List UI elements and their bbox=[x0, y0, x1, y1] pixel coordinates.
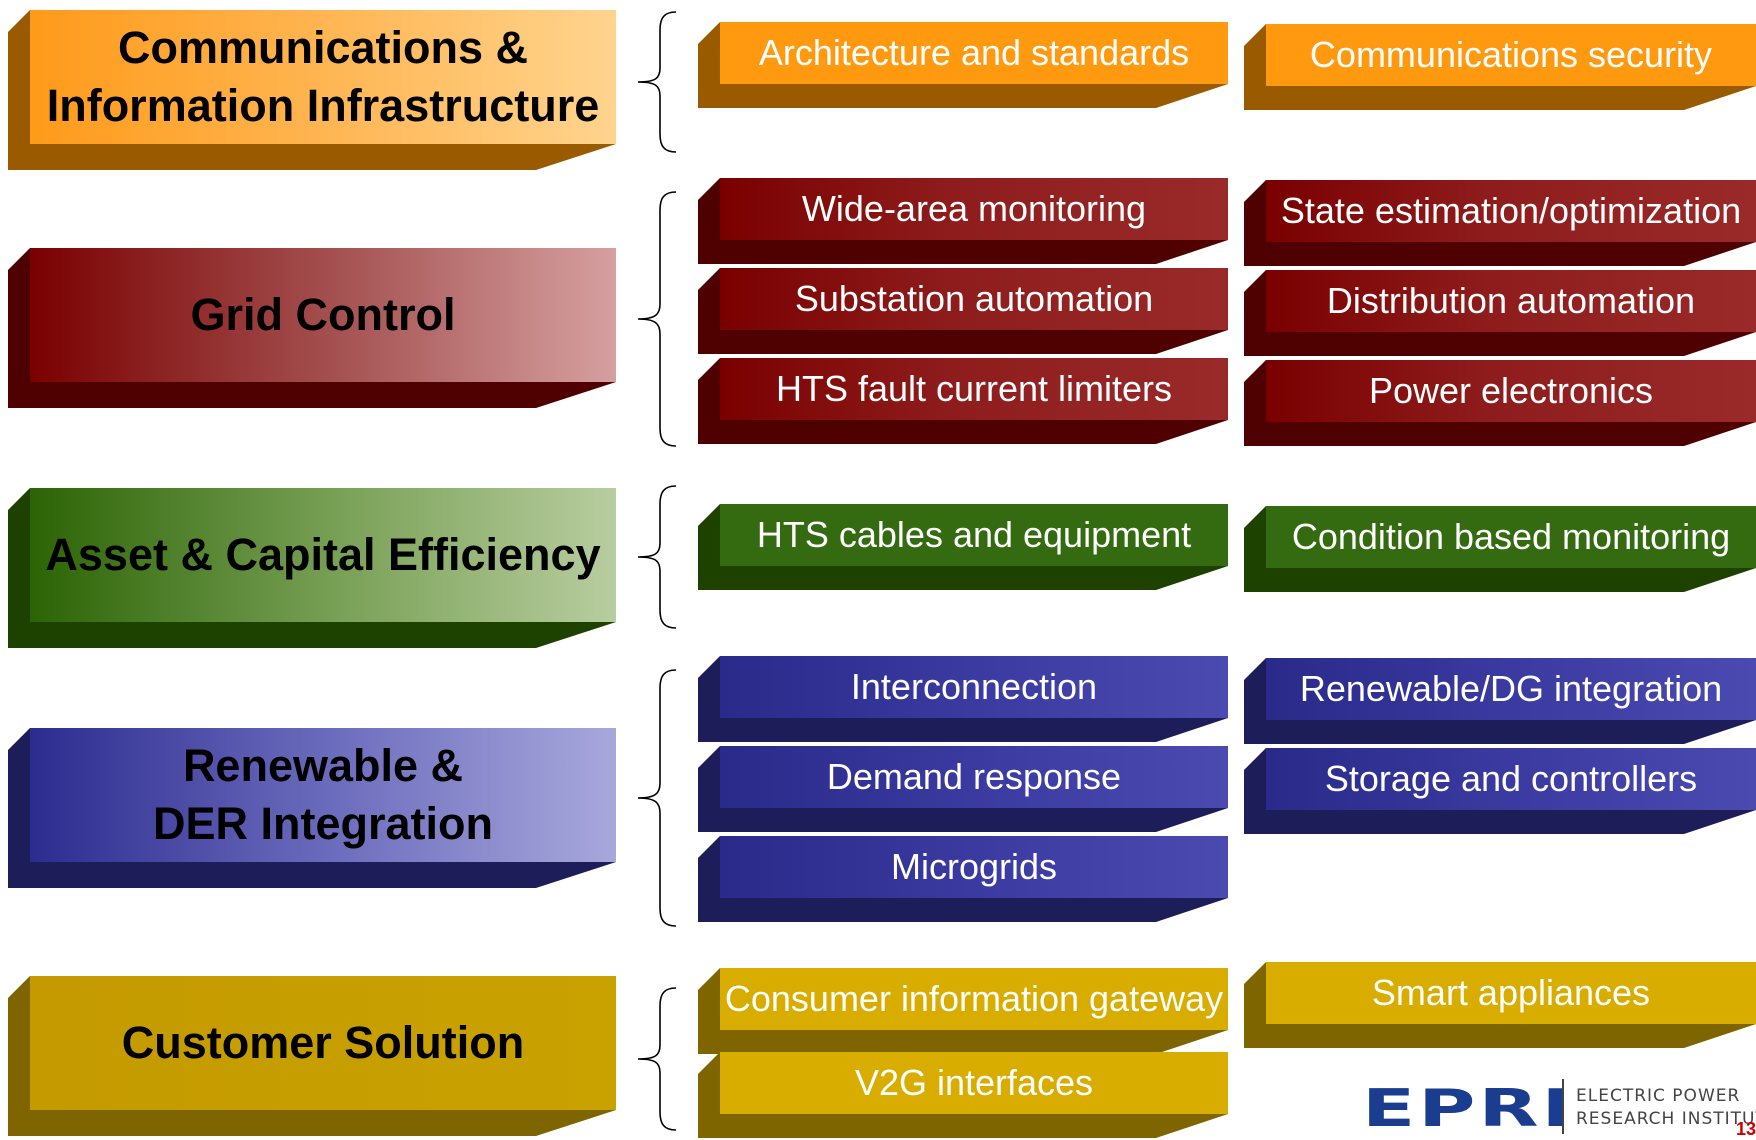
brace-customer-solution bbox=[637, 987, 677, 1131]
item-state-estimation: State estimation/optimization bbox=[1244, 180, 1756, 266]
category-grid-control: Grid Control bbox=[8, 248, 616, 408]
item-consumer-gateway: Consumer information gateway bbox=[698, 968, 1228, 1054]
epri-logo-mark: EPRI bbox=[1362, 1079, 1574, 1139]
item-wide-area-monitoring: Wide-area monitoring bbox=[698, 178, 1228, 264]
page-number: 13 bbox=[1735, 1119, 1756, 1139]
item-label: Demand response bbox=[826, 756, 1122, 797]
brace-communications bbox=[637, 11, 677, 153]
item-v2g-interfaces: V2G interfaces bbox=[698, 1052, 1228, 1138]
item-label: V2G interfaces bbox=[854, 1062, 1094, 1103]
item-architecture-standards: Architecture and standards bbox=[698, 22, 1228, 108]
item-communications-security: Communications security bbox=[1244, 24, 1756, 110]
item-label: Distribution automation bbox=[1326, 280, 1696, 321]
logo-divider bbox=[1562, 1079, 1564, 1134]
category-label: Customer Solution bbox=[30, 976, 616, 1110]
category-renewable-der: Renewable & DER Integration bbox=[8, 728, 616, 888]
brace-asset-efficiency bbox=[637, 485, 677, 629]
category-label: Renewable & DER Integration bbox=[30, 728, 616, 862]
item-condition-monitoring: Condition based monitoring bbox=[1244, 506, 1756, 592]
item-label: HTS cables and equipment bbox=[756, 514, 1192, 555]
category-label: Grid Control bbox=[30, 248, 616, 382]
category-communications: Communications & Information Infrastruct… bbox=[8, 10, 616, 170]
item-label: State estimation/optimization bbox=[1280, 190, 1742, 231]
item-smart-appliances: Smart appliances bbox=[1244, 962, 1756, 1048]
item-power-electronics: Power electronics bbox=[1244, 360, 1756, 446]
brace-renewable-der bbox=[637, 669, 677, 927]
item-label: Microgrids bbox=[890, 846, 1058, 887]
item-label: Architecture and standards bbox=[758, 32, 1190, 73]
item-storage-controllers: Storage and controllers bbox=[1244, 748, 1756, 834]
item-label: Condition based monitoring bbox=[1291, 516, 1731, 557]
item-label: Communications security bbox=[1309, 34, 1713, 75]
category-label: Communications & Information Infrastruct… bbox=[30, 10, 616, 144]
item-interconnection: Interconnection bbox=[698, 656, 1228, 742]
item-substation-automation: Substation automation bbox=[698, 268, 1228, 354]
item-label: Substation automation bbox=[794, 278, 1154, 319]
item-label: Storage and controllers bbox=[1324, 758, 1698, 799]
item-distribution-automation: Distribution automation bbox=[1244, 270, 1756, 356]
item-label: Power electronics bbox=[1368, 370, 1654, 411]
item-label: Wide-area monitoring bbox=[801, 188, 1147, 229]
category-label: Asset & Capital Efficiency bbox=[30, 488, 616, 622]
category-asset-efficiency: Asset & Capital Efficiency bbox=[8, 488, 616, 648]
item-hts-cables: HTS cables and equipment bbox=[698, 504, 1228, 590]
item-microgrids: Microgrids bbox=[698, 836, 1228, 922]
category-customer-solution: Customer Solution bbox=[8, 976, 616, 1136]
item-renewable-dg-integration: Renewable/DG integration bbox=[1244, 658, 1756, 744]
item-label: Smart appliances bbox=[1371, 972, 1651, 1013]
brace-grid-control bbox=[637, 191, 677, 447]
epri-logo: EPRI ELECTRIC POWER RESEARCH INSTITUTE 1… bbox=[1362, 1073, 1756, 1139]
item-hts-fault-current-limiters: HTS fault current limiters bbox=[698, 358, 1228, 444]
item-label: Consumer information gateway bbox=[724, 978, 1224, 1019]
item-label: Renewable/DG integration bbox=[1299, 668, 1723, 709]
epri-logo-name: ELECTRIC POWER RESEARCH INSTITUTE bbox=[1576, 1086, 1756, 1129]
item-label: HTS fault current limiters bbox=[775, 368, 1173, 409]
item-demand-response: Demand response bbox=[698, 746, 1228, 832]
item-label: Interconnection bbox=[850, 666, 1098, 707]
